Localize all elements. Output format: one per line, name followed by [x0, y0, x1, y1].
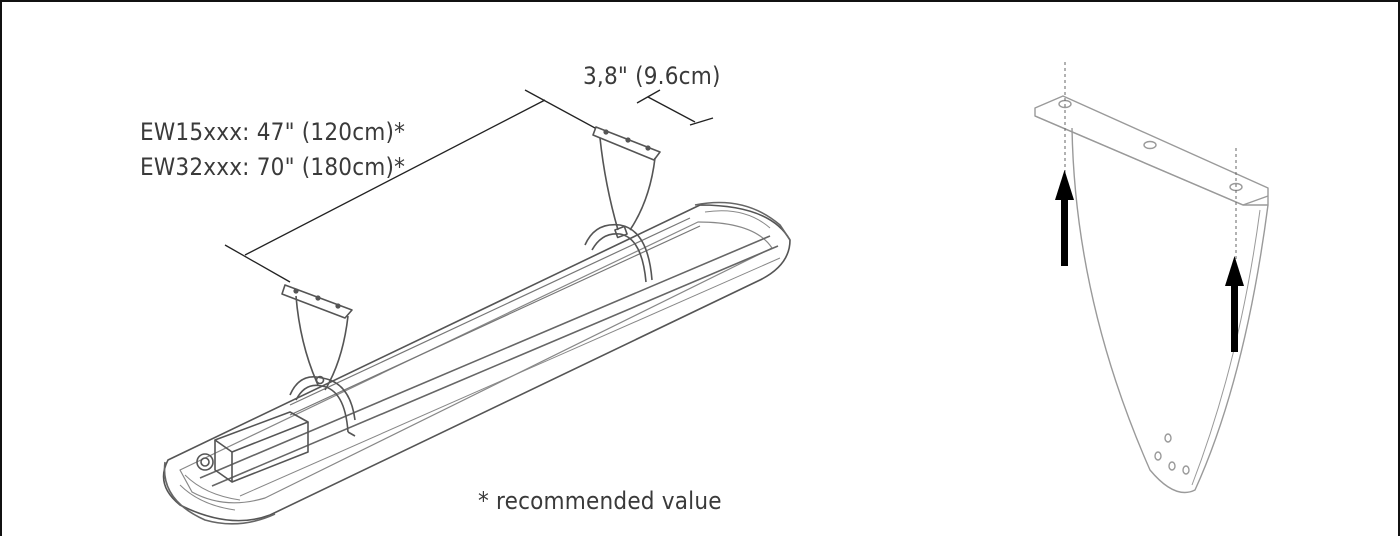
length-extension-line: [224, 244, 291, 283]
length-dimension-line: [244, 99, 546, 256]
footnote: * recommended value: [478, 487, 722, 515]
up-arrow-icon: [1055, 170, 1074, 266]
heater-body: [162, 204, 791, 522]
heater-rib: [211, 245, 779, 487]
mounting-hole: [1143, 140, 1157, 150]
spacing-dimension-line: [647, 96, 696, 123]
dimension-lines: [224, 89, 714, 283]
spacing-dimension-label: 3,8" (9.6cm): [583, 62, 721, 90]
heater-rib: [199, 235, 771, 479]
heater-body-inner: [179, 221, 773, 504]
spacing-extension-line: [689, 117, 714, 126]
bracket-right: [584, 126, 661, 283]
length-label-ew32: EW32xxx: 70" (180cm)*: [140, 153, 406, 181]
heater-rib: [289, 225, 701, 416]
heater-end-cap: [704, 210, 771, 229]
up-arrow-icon: [1225, 256, 1244, 352]
length-label-ew15: EW15xxx: 47" (120cm)*: [140, 118, 406, 146]
bracket-arm: [1071, 127, 1269, 494]
insertion-arrows: [1055, 170, 1244, 352]
bracket-top-plate-edge: [1034, 115, 1244, 206]
bracket-top-plate-edge: [1242, 195, 1269, 206]
bottom-hole: [1182, 465, 1190, 475]
spacing-extension-line: [636, 89, 661, 104]
bottom-hole: [1154, 451, 1162, 461]
screw-guide-lines: [1064, 62, 1237, 262]
bottom-hole: [1168, 461, 1176, 471]
cable-gland: [196, 453, 214, 471]
heater-illustration: [162, 126, 791, 525]
length-extension-line: [524, 89, 596, 129]
heater-end-grill: [184, 474, 241, 501]
bottom-hole: [1164, 433, 1172, 443]
heater-end-grill: [179, 484, 236, 511]
heater-rib: [289, 217, 691, 406]
bracket-arm-inner: [1191, 209, 1261, 486]
cable-gland: [200, 457, 210, 467]
heater-rib: [239, 257, 781, 497]
bracket-left: [281, 284, 356, 437]
heater-end-cap: [694, 201, 791, 241]
heater-end-cap: [163, 461, 276, 525]
junction-box: [214, 411, 309, 483]
